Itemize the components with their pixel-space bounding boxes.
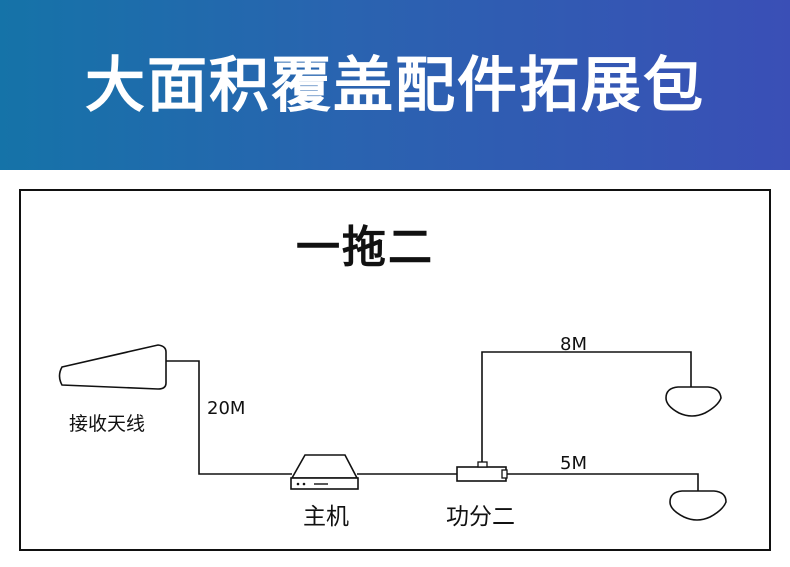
ceiling-antenna-top-icon: [665, 386, 722, 417]
cable-bottom-branch: [506, 473, 699, 493]
receive-antenna-icon: [58, 344, 167, 390]
cable-length-20m-label: 20M: [207, 398, 246, 419]
cable-top-branch: [481, 351, 692, 466]
cable-length-8m-label: 8M: [560, 334, 587, 355]
cable-antenna-to-host: [166, 360, 292, 475]
host-device-icon: [290, 454, 359, 490]
page-title: 大面积覆盖配件拓展包: [85, 51, 705, 121]
splitter-label: 功分二: [446, 504, 515, 530]
receive-antenna-label: 接收天线: [69, 413, 146, 435]
header-banner: 大面积覆盖配件拓展包: [0, 0, 790, 170]
cable-lines: [166, 351, 699, 493]
ceiling-antenna-bottom-icon: [669, 490, 727, 521]
host-label: 主机: [303, 504, 349, 530]
cable-length-5m-label: 5M: [560, 453, 587, 474]
power-splitter-icon: [456, 461, 508, 482]
diagram-subtitle: 一拖二: [296, 222, 434, 273]
